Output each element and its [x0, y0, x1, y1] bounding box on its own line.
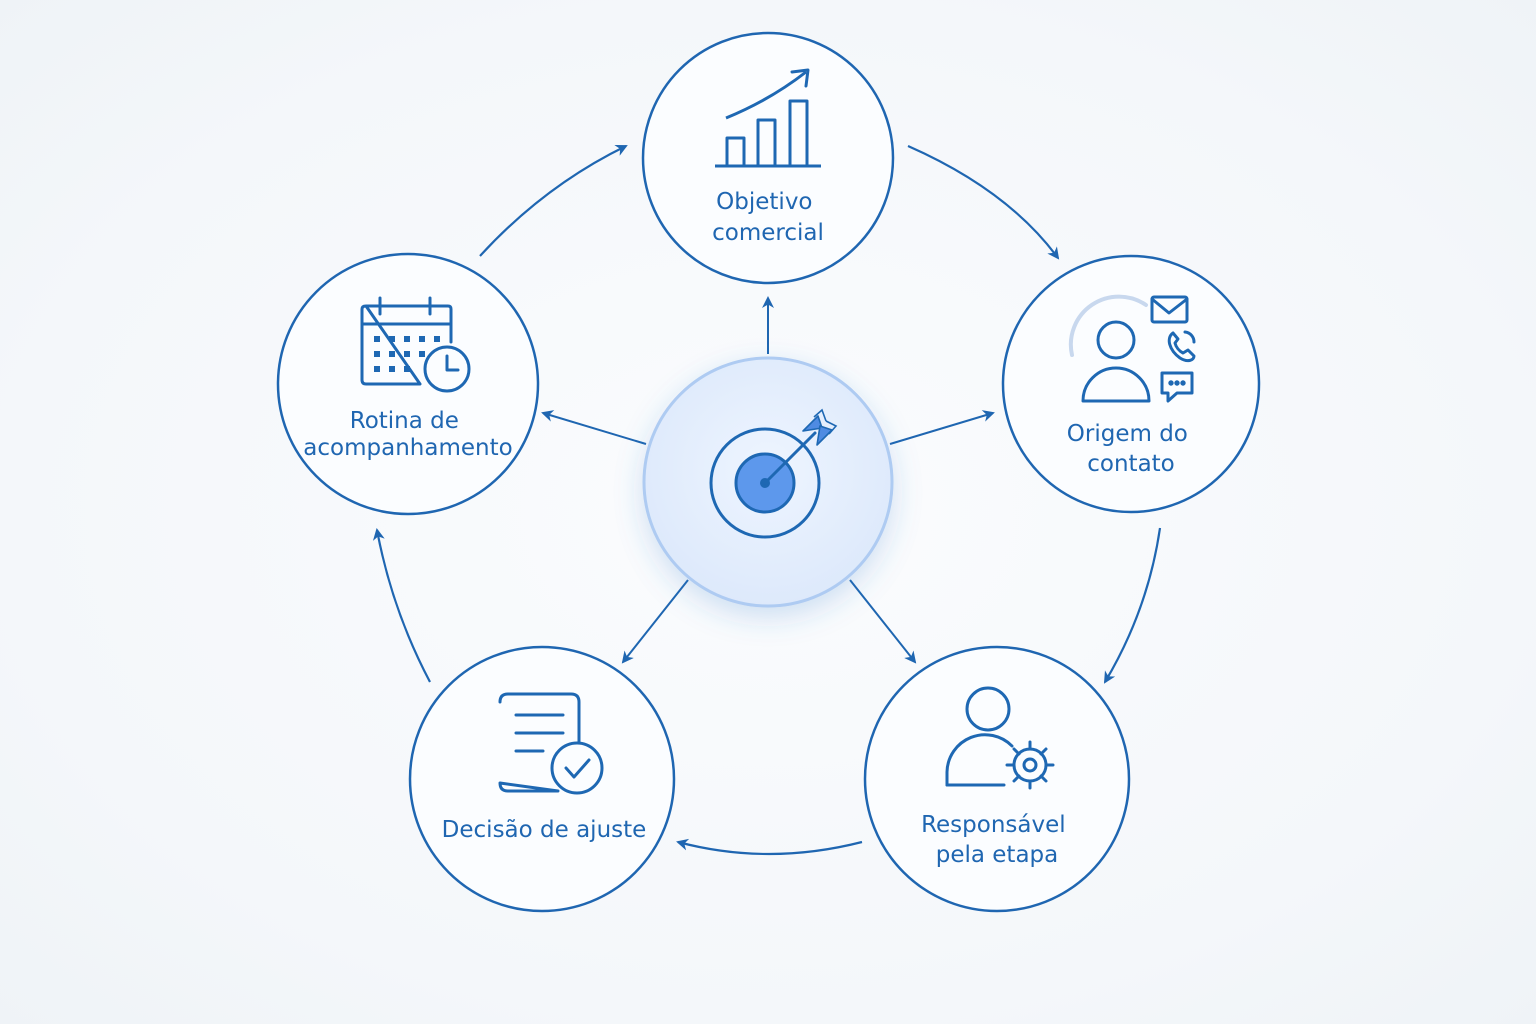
- node-label-decisao-line-1: Decisão de ajuste: [442, 817, 647, 843]
- node-label-decisao: Decisão de ajuste: [442, 817, 647, 843]
- target-arrow-icon: [709, 408, 838, 539]
- arrow-rotina-to-objetivo: [479, 144, 628, 257]
- node-decisao-de-ajuste: Decisão de ajuste: [408, 645, 676, 913]
- node-label-responsavel-line-2: pela etapa: [936, 842, 1059, 868]
- node-label-objetivo-line-2: comercial: [712, 220, 824, 246]
- spoke-arrows: [541, 296, 995, 664]
- node-label-responsavel-line-1: Responsável: [921, 812, 1066, 838]
- arrow-decisao-to-rotina: [372, 528, 431, 683]
- spoke-to-responsavel: [849, 579, 917, 664]
- node-label-origem-line-2: contato: [1087, 451, 1175, 477]
- node-rotina-de-acompanhamento: Rotina de acompanhamento: [276, 252, 540, 516]
- node-label-rotina: Rotina de acompanhamento: [303, 408, 512, 461]
- node-label-objetivo-line-1: Objetivo: [716, 189, 812, 215]
- node-origem-do-contato: Origem do contato: [1001, 254, 1261, 514]
- arrow-origem-to-responsavel: [1103, 527, 1162, 684]
- node-label-rotina-line-2: acompanhamento: [303, 435, 512, 461]
- node-label-objetivo: Objetivo comercial: [712, 189, 824, 246]
- arrow-responsavel-to-decisao: [676, 838, 863, 856]
- node-label-responsavel: Responsável pela etapa: [921, 812, 1073, 868]
- node-label-rotina-line-1: Rotina de: [350, 408, 459, 434]
- node-label-origem-line-1: Origem do: [1067, 421, 1188, 447]
- spoke-to-rotina: [541, 410, 647, 445]
- contact-channels-icon: [1068, 294, 1196, 403]
- bar-chart-growth-icon: [715, 68, 821, 168]
- spoke-to-decisao: [621, 579, 689, 664]
- node-objetivo-comercial: Objetivo comercial: [641, 31, 895, 285]
- node-responsavel-pela-etapa: Responsável pela etapa: [863, 645, 1131, 913]
- node-label-origem: Origem do contato: [1067, 421, 1195, 477]
- spoke-to-origem: [889, 410, 995, 445]
- cycle-arrows: [372, 144, 1162, 856]
- center-node: [642, 356, 894, 608]
- arrow-objetivo-to-origem: [907, 144, 1060, 260]
- calendar-clock-icon: [360, 296, 471, 393]
- document-check-icon: [498, 692, 604, 795]
- user-gear-icon: [945, 686, 1055, 790]
